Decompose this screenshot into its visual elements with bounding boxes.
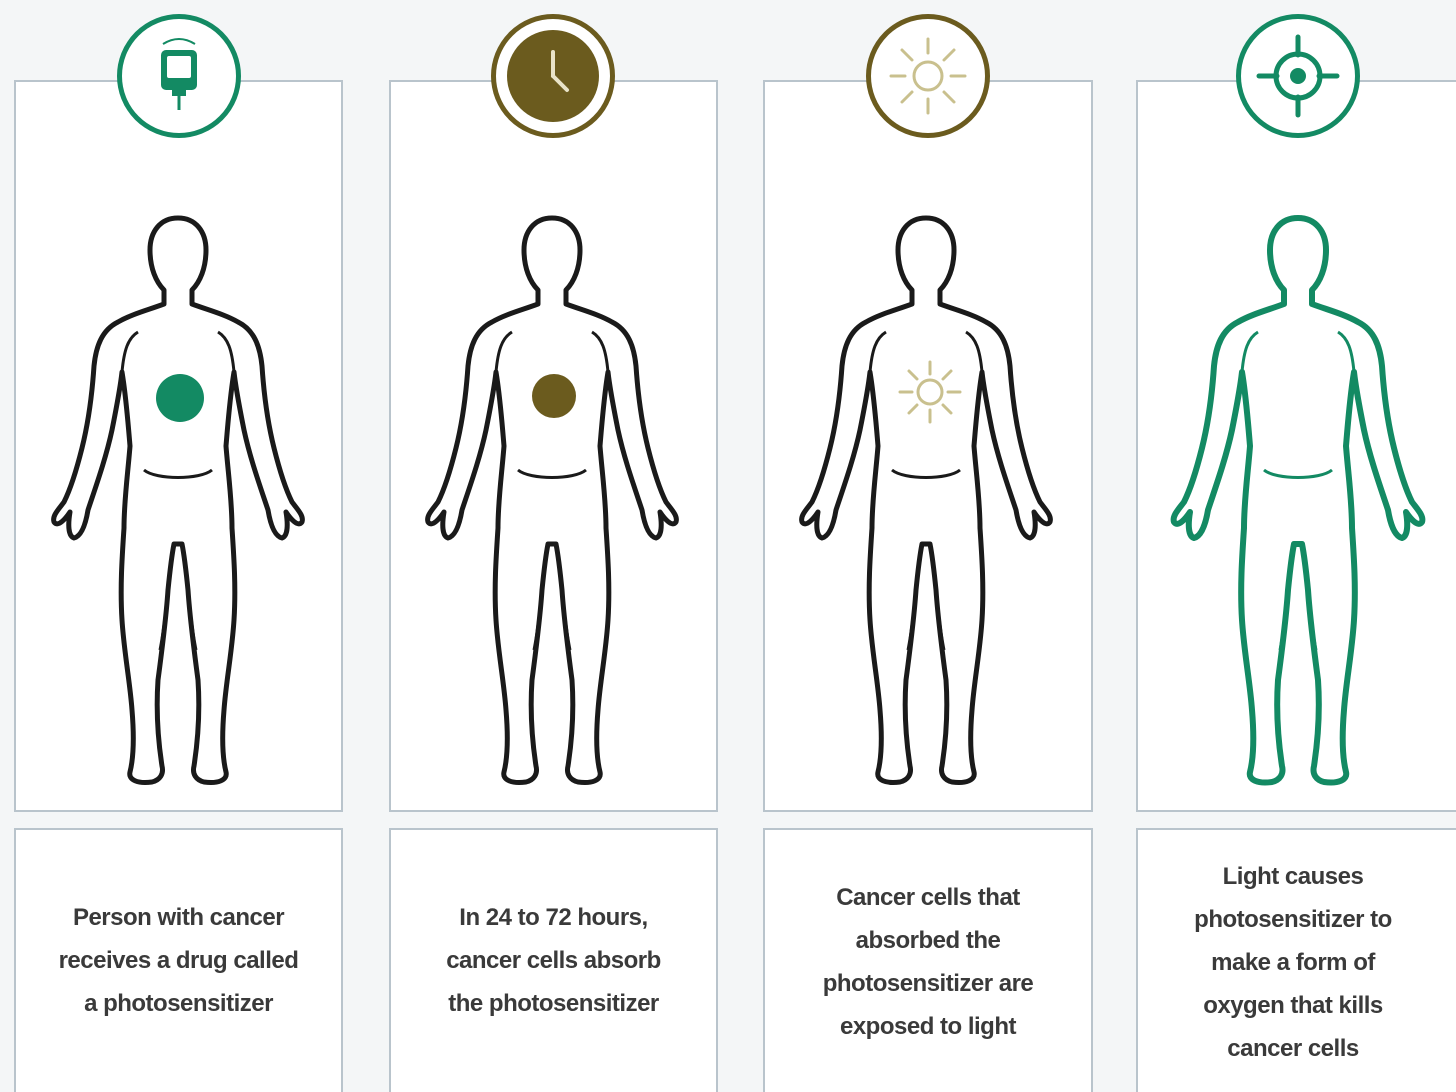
step-2-caption-panel: In 24 to 72 hours, cancer cells absorb t… — [389, 828, 718, 1092]
caption-line: a photosensitizer — [59, 982, 299, 1025]
step-4-badge — [1236, 14, 1360, 138]
caption-line: cancer cells — [1194, 1027, 1392, 1070]
caption-line: photosensitizer to — [1194, 898, 1392, 941]
caption-line: In 24 to 72 hours, — [446, 896, 661, 939]
step-4-body-figure — [1168, 210, 1428, 790]
caption-line: photosensitizer are — [823, 962, 1034, 1005]
step-1-badge — [117, 14, 241, 138]
caption-line: Cancer cells that — [823, 876, 1034, 919]
step-1-caption-panel: Person with cancer receives a drug calle… — [14, 828, 343, 1092]
target-crosshair-icon — [1253, 31, 1343, 121]
caption-line: exposed to light — [823, 1005, 1034, 1048]
caption-line: Light causes — [1194, 855, 1392, 898]
caption-line: receives a drug called — [59, 939, 299, 982]
step-3-badge — [866, 14, 990, 138]
light-burst-icon — [900, 362, 960, 422]
caption-line: the photosensitizer — [446, 982, 661, 1025]
caption-line: absorbed the — [823, 919, 1034, 962]
caption-line: Person with cancer — [59, 896, 299, 939]
iv-drip-bag-icon — [139, 36, 219, 116]
step-3-body-figure — [796, 210, 1056, 790]
step-4-caption-panel: Light causes photosensitizer to make a f… — [1136, 828, 1456, 1092]
caption-line: cancer cells absorb — [446, 939, 661, 982]
caption-line: make a form of — [1194, 941, 1392, 984]
step-3-caption: Cancer cells that absorbed the photosens… — [765, 874, 1091, 1050]
step-2-caption: In 24 to 72 hours, cancer cells absorb t… — [391, 894, 716, 1026]
step-2-badge — [491, 14, 615, 138]
tumor-marker — [156, 374, 204, 422]
step-3-caption-panel: Cancer cells that absorbed the photosens… — [763, 828, 1093, 1092]
caption-line: oxygen that kills — [1194, 984, 1392, 1027]
step-1-body-figure — [48, 210, 308, 790]
step-1-caption: Person with cancer receives a drug calle… — [16, 894, 341, 1026]
step-4-caption: Light causes photosensitizer to make a f… — [1138, 852, 1456, 1072]
sun-light-icon — [883, 31, 973, 121]
step-2-body-figure — [422, 210, 682, 790]
clock-icon — [503, 26, 603, 126]
tumor-marker — [532, 374, 576, 418]
